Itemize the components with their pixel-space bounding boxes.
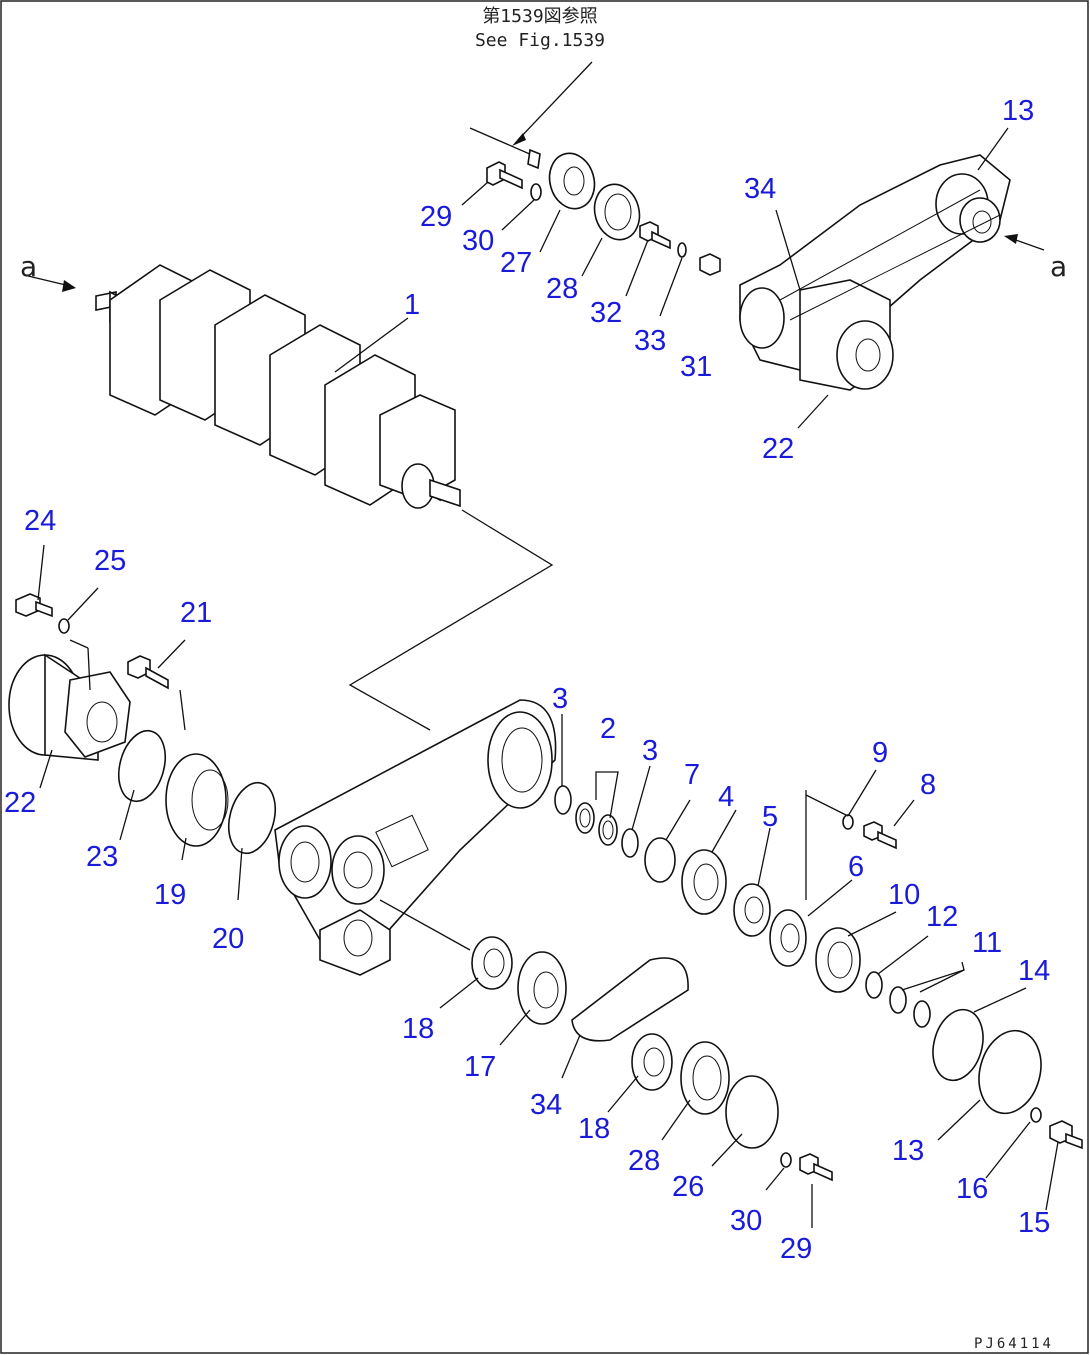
- callout-22-top: 22: [762, 433, 794, 465]
- callout-27: 27: [500, 247, 532, 279]
- callout-29-top: 29: [420, 201, 452, 233]
- callout-5: 5: [762, 801, 778, 833]
- callout-33: 33: [634, 325, 666, 357]
- callout-16: 16: [956, 1173, 988, 1205]
- callout-22-left: 22: [4, 787, 36, 819]
- right-bearing-stack: [554, 785, 1083, 1150]
- top-fastener-group: [469, 127, 721, 276]
- callout-28-bottom: 28: [628, 1145, 660, 1177]
- reference-leader: [517, 61, 593, 141]
- callout-7: 7: [684, 759, 700, 791]
- callout-23: 23: [86, 841, 118, 873]
- top-right-leaders: [775, 127, 1009, 429]
- callout-1: 1: [404, 289, 420, 321]
- callout-3-b: 3: [642, 735, 658, 767]
- callout-9: 9: [872, 737, 888, 769]
- callout-10: 10: [888, 879, 920, 911]
- callout-11: 11: [972, 927, 1002, 959]
- drawing-code: PJ64114: [974, 1336, 1054, 1352]
- callout-4: 4: [718, 781, 734, 813]
- reference-arrowhead: [512, 133, 526, 146]
- shaft-arm-link: [348, 509, 554, 731]
- callout-19: 19: [154, 879, 186, 911]
- callout-31: 31: [680, 351, 712, 383]
- callout-25: 25: [94, 545, 126, 577]
- reference-jp: 第1539図参照: [482, 6, 597, 27]
- callout-13-top: 13: [1002, 95, 1034, 127]
- callout-12: 12: [926, 901, 958, 933]
- callout-2: 2: [600, 713, 616, 745]
- lower-center-group: [471, 936, 833, 1182]
- callout-34-bottom: 34: [530, 1089, 562, 1121]
- top-leaders: [461, 181, 683, 317]
- callout-34-top: 34: [744, 173, 776, 205]
- callout-24: 24: [24, 505, 56, 537]
- reference-en: See Fig.1539: [475, 30, 605, 51]
- callout-20: 20: [212, 923, 244, 955]
- callout-29-bottom: 29: [780, 1233, 812, 1265]
- callout-6: 6: [848, 851, 864, 883]
- callout-30-top: 30: [462, 225, 494, 257]
- left-parts-group: [8, 593, 277, 855]
- callout-17: 17: [464, 1051, 496, 1083]
- left-leaders: [37, 544, 243, 901]
- arrow-label-right: a: [1050, 250, 1067, 283]
- callout-21: 21: [180, 597, 212, 629]
- callout-18-a: 18: [402, 1013, 434, 1045]
- right-leaders: [561, 714, 1059, 1211]
- callout-15: 15: [1018, 1207, 1050, 1239]
- callout-30-bottom: 30: [730, 1205, 762, 1237]
- center-arm-case: [274, 699, 557, 976]
- callout-32: 32: [590, 297, 622, 329]
- lower-leaders: [439, 977, 813, 1228]
- callout-28-top: 28: [546, 273, 578, 305]
- main-rotor-shaft: [27, 264, 461, 509]
- top-right-motor-assembly: [739, 154, 1045, 391]
- arrow-label-left: a: [20, 250, 37, 283]
- callout-8: 8: [920, 769, 936, 801]
- callout-13-bottom: 13: [892, 1135, 924, 1167]
- callout-26: 26: [672, 1171, 704, 1203]
- callout-14: 14: [1018, 955, 1050, 987]
- callout-3-a: 3: [552, 683, 568, 715]
- callout-18-b: 18: [578, 1113, 610, 1145]
